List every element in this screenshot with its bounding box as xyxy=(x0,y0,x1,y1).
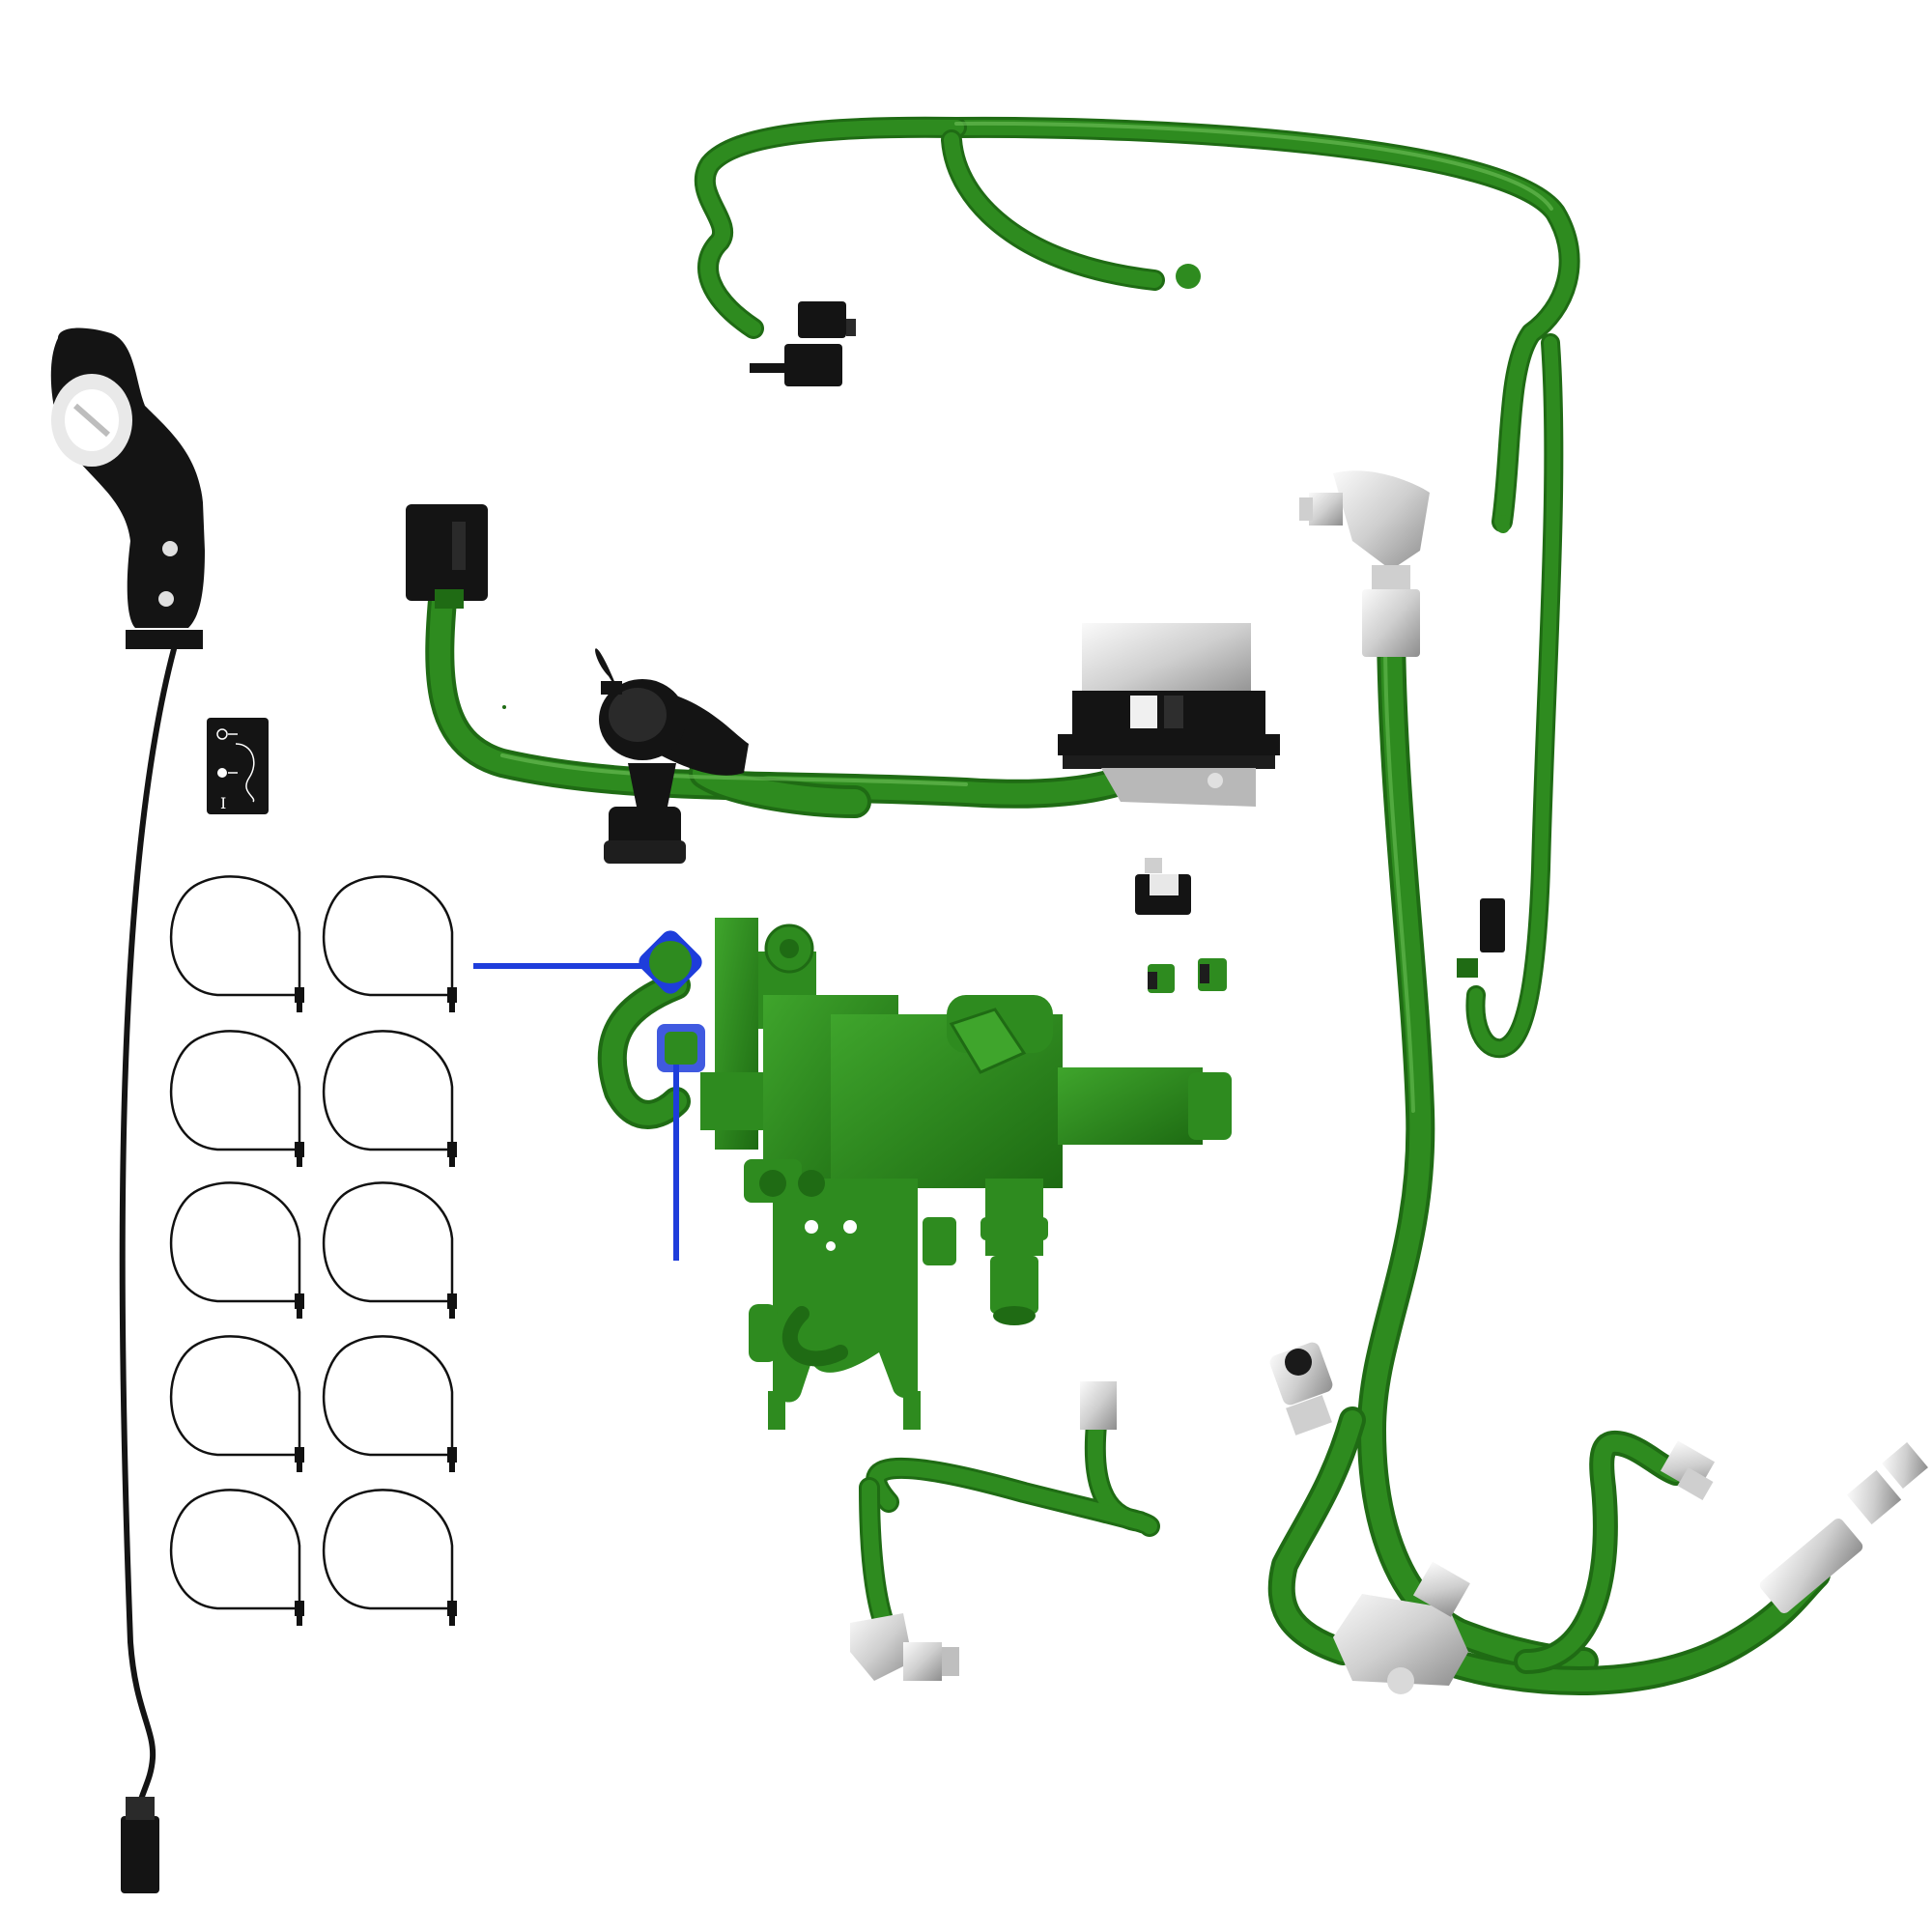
cable-tie xyxy=(322,1335,457,1472)
rectangular-connector xyxy=(406,504,488,609)
cable-tie xyxy=(322,1489,457,1626)
tube-elbow-fitting xyxy=(850,1613,959,1681)
hose-clips xyxy=(1148,958,1227,993)
cable-tie xyxy=(169,1030,304,1167)
cable-ties-grid xyxy=(169,875,457,1626)
inline-connector xyxy=(1480,898,1505,952)
rocker-switch-with-cable xyxy=(50,327,206,1893)
hose-straight-crimp-fitting xyxy=(1759,1442,1928,1613)
top-wiring-harness xyxy=(694,116,1580,1059)
mount-screw-icon xyxy=(158,591,174,607)
main-wiring-harness xyxy=(406,504,1280,864)
bent-hydraulic-tube xyxy=(850,1381,1160,1681)
cable-tie xyxy=(169,1335,304,1472)
hose-tee-block xyxy=(1333,1561,1470,1694)
cable-tie-head xyxy=(447,1293,457,1309)
cable-tie xyxy=(322,875,457,1012)
valve-closed-icon xyxy=(217,768,238,778)
operation-decal: I xyxy=(207,718,269,814)
cable-end-connector xyxy=(121,1816,159,1893)
hydraulic-hose-assembly xyxy=(1267,470,1928,1695)
cable-tie-head xyxy=(447,1601,457,1616)
cable-tie-head xyxy=(447,987,457,1003)
hose-swivel-fitting xyxy=(1269,1342,1333,1435)
round-elbow-connector xyxy=(595,648,749,864)
cable-tie-head xyxy=(447,1447,457,1463)
cable-tie xyxy=(169,1181,304,1319)
hydraulic-control-valve xyxy=(473,918,1232,1430)
cable-tie-head xyxy=(295,1447,304,1463)
cable-tie-head xyxy=(447,1142,457,1157)
cable-tie-head xyxy=(295,987,304,1003)
cable-tie-head xyxy=(295,1142,304,1157)
right-vertical-harness-branch xyxy=(1457,333,1564,1059)
small-relay xyxy=(1135,858,1191,915)
valve-open-icon xyxy=(216,728,238,740)
cable-tie xyxy=(322,1181,457,1319)
harness-connector-small xyxy=(750,301,856,386)
hose-top-elbow-fitting xyxy=(1299,470,1430,657)
mount-screw-icon xyxy=(162,541,178,556)
tube-fitting-top xyxy=(1080,1381,1117,1430)
cable-tie xyxy=(169,875,304,1012)
cable-tie xyxy=(322,1030,457,1167)
flow-direction-arrows xyxy=(473,930,705,1261)
decal-numeral: I xyxy=(220,794,226,812)
cable-tie xyxy=(169,1489,304,1626)
cable-tie-head xyxy=(295,1293,304,1309)
harness-end-cap xyxy=(1176,264,1201,289)
cable-tie-head xyxy=(295,1601,304,1616)
fuse-relay-block xyxy=(1058,623,1280,807)
hose-side-elbow-fitting xyxy=(1660,1440,1716,1501)
